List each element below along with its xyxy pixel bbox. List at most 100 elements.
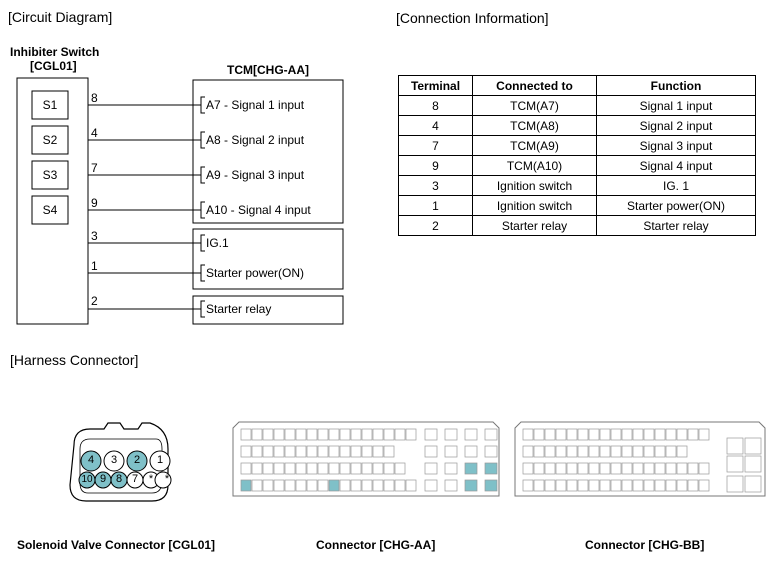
table-row: 9 TCM(A10) Signal 4 input — [398, 155, 756, 176]
connector-pin — [361, 462, 373, 475]
wire-pin-number: 8 — [91, 91, 98, 105]
connector-pin — [621, 479, 633, 492]
pin-label: 1 — [156, 454, 164, 466]
connector-pin — [444, 428, 458, 441]
connector-pin — [339, 462, 351, 475]
connector-chg-aa-cells — [240, 428, 498, 492]
solenoid-connector-drawing — [69, 422, 172, 502]
terminal-bracket — [200, 300, 205, 318]
connector-pin — [544, 462, 556, 475]
tcm-box — [192, 79, 344, 224]
wire-pin-number: 2 — [91, 294, 98, 308]
table-header: Function — [596, 75, 756, 96]
connector-pin — [632, 479, 644, 492]
connector-pin — [328, 479, 340, 492]
wire-destination-label: IG.1 — [206, 236, 229, 250]
connector-pin — [339, 428, 351, 441]
connector-pin — [339, 445, 351, 458]
table-cell: 4 — [398, 115, 473, 136]
connector-pin — [484, 428, 498, 441]
connector-pin — [273, 428, 285, 441]
connector-pin — [262, 479, 274, 492]
solenoid-pins — [78, 450, 172, 489]
connector-pin — [698, 428, 710, 441]
table-cell: 1 — [398, 195, 473, 216]
table-cell: Ignition switch — [472, 175, 597, 196]
connector-pin — [444, 462, 458, 475]
connector-pin — [328, 428, 340, 441]
connector-pin — [533, 462, 545, 475]
connector-pin — [284, 428, 296, 441]
table-cell: Signal 2 input — [596, 115, 756, 136]
wire-pin-number: 1 — [91, 259, 98, 273]
connector-pin — [372, 462, 384, 475]
pin-label: 7 — [131, 473, 139, 485]
connector-pin — [522, 445, 534, 458]
connector-pin — [444, 445, 458, 458]
connector-pin — [154, 471, 172, 489]
connector-pin — [405, 428, 417, 441]
connector-pin — [654, 445, 666, 458]
table-header: Terminal — [398, 75, 473, 96]
table-row: 7 TCM(A9) Signal 3 input — [398, 135, 756, 156]
table-cell: Starter relay — [596, 215, 756, 236]
connector-pin — [744, 437, 762, 455]
connector-pin — [262, 462, 274, 475]
connector-pin — [566, 462, 578, 475]
connector-pin — [665, 479, 677, 492]
connector-chg-bb-drawing — [514, 421, 766, 497]
connector-pin — [588, 479, 600, 492]
connector-pin — [424, 428, 438, 441]
wire-destination-label: Starter power(ON) — [206, 266, 305, 280]
wire-destination-label: A9 - Signal 3 input — [206, 168, 305, 182]
connector-pin — [284, 445, 296, 458]
inhibiter-switch-body — [16, 77, 89, 325]
connector-pin — [295, 428, 307, 441]
connector-pin — [273, 479, 285, 492]
table-row: 4 TCM(A8) Signal 2 input — [398, 115, 756, 136]
connector-pin — [317, 462, 329, 475]
connector-pin — [533, 445, 545, 458]
tcm-title: TCM[CHG-AA] — [227, 63, 309, 77]
table-cell: 9 — [398, 155, 473, 176]
connector-pin — [284, 479, 296, 492]
connector-pin — [306, 462, 318, 475]
connector-pin — [676, 479, 688, 492]
connector-pin — [687, 428, 699, 441]
connector-pin — [306, 479, 318, 492]
table-cell: TCM(A8) — [472, 115, 597, 136]
connector-chg-bb-cells — [522, 428, 762, 493]
connector-pin — [295, 479, 307, 492]
connector-pin — [654, 479, 666, 492]
connector-pin — [317, 445, 329, 458]
connector-pin — [383, 428, 395, 441]
terminal-bracket — [200, 234, 205, 252]
switch-box-s1 — [31, 90, 69, 120]
connector-pin — [577, 462, 589, 475]
connector-pin — [372, 479, 384, 492]
table-row: 1 Ignition switch Starter power(ON) — [398, 195, 756, 216]
connector-pin — [676, 462, 688, 475]
connector-pin — [350, 445, 362, 458]
connector-pin — [610, 479, 622, 492]
connector-pin — [544, 428, 556, 441]
wire-destination-label: Starter relay — [206, 302, 272, 316]
wire-pin-number: 4 — [91, 126, 98, 140]
connector-pin — [350, 428, 362, 441]
connector-pin — [654, 462, 666, 475]
connector-pin — [698, 462, 710, 475]
table-cell: 2 — [398, 215, 473, 236]
connector-pin — [555, 462, 567, 475]
connector-pin — [588, 462, 600, 475]
connector-pin — [361, 479, 373, 492]
connector-pin — [240, 462, 252, 475]
connector-pin — [698, 479, 710, 492]
connector-pin — [240, 479, 252, 492]
terminal-bracket — [200, 201, 205, 219]
connector-pin — [544, 479, 556, 492]
connector-pin — [544, 445, 556, 458]
connector-pin — [383, 445, 395, 458]
connector-pin — [621, 445, 633, 458]
table-cell: Signal 3 input — [596, 135, 756, 156]
connector-chg-aa-drawing — [232, 421, 500, 497]
